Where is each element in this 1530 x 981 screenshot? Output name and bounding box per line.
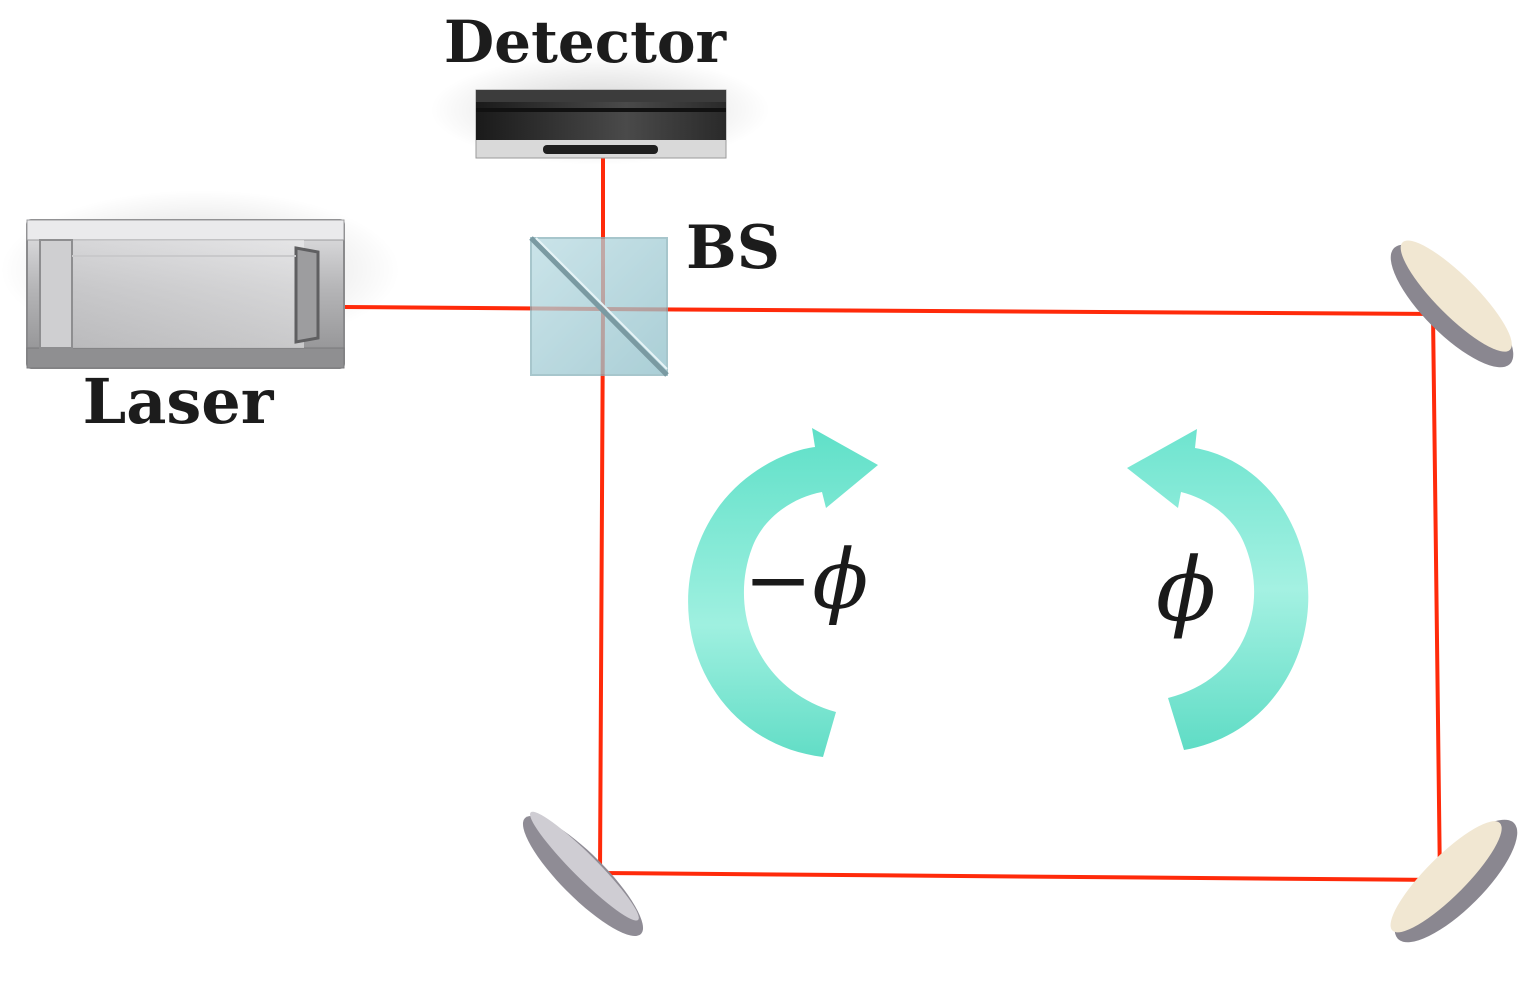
detector-label: Detector: [444, 8, 728, 76]
phase-phi-label: ϕ: [1156, 538, 1216, 641]
phase-minus-phi-label: −ϕ: [744, 533, 869, 628]
mirror-bottom-right: [1390, 819, 1518, 943]
laser-label: Laser: [83, 365, 275, 438]
beam-left-vertical: [598, 307, 605, 875]
beam-right-vertical: [1431, 312, 1442, 886]
beam-splitter-label: BS: [686, 213, 780, 283]
curved-arrow-clockwise-icon: [1127, 429, 1309, 750]
laser-source-icon: [26, 219, 345, 369]
beam-bottom-horizontal: [598, 871, 1442, 882]
beam-bs-to-top-right-mirror: [601, 307, 1442, 316]
photodetector-icon: [475, 89, 727, 159]
mirror-top-right: [1390, 240, 1514, 368]
mirror-bottom-left: [522, 811, 644, 937]
beam-splitter-cube-icon: [529, 236, 669, 377]
curved-arrow-counterclockwise-icon: [688, 428, 878, 757]
